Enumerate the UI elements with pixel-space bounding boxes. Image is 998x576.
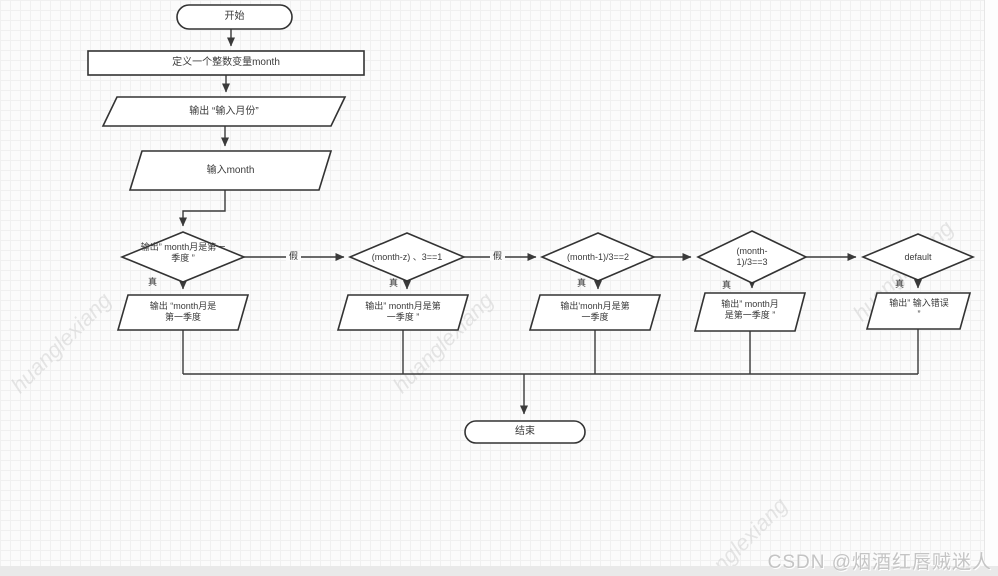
decision-3-label: (month-1)/3==2	[566, 252, 630, 262]
output-2-shape	[336, 294, 470, 331]
output-5-label: 输出” 输入错误 ”	[889, 298, 949, 319]
true-label-4: 真	[722, 280, 732, 290]
start-node-label: 开始	[224, 11, 245, 22]
output-1-shape	[116, 294, 250, 331]
decision-1-shape	[119, 231, 247, 283]
input-month-node-shape	[128, 150, 333, 191]
edge-input-d1	[179, 190, 226, 227]
decision-4-label: (month- 1)/3==3	[736, 246, 768, 267]
output-1-label: 输出 “month月是 第一季度	[149, 301, 217, 322]
declare-node-label: 定义一个整数变量month	[172, 57, 280, 68]
false-label-1: 假	[286, 251, 302, 261]
output-4-label: 输出” month月 是第一季度 ”	[721, 299, 779, 320]
true-label-2: 真	[389, 278, 399, 288]
decision-5-label: default	[904, 252, 932, 262]
print-prompt-node-label: 输出 “输入月份”	[189, 106, 259, 117]
true-label-1: 真	[148, 277, 158, 287]
decision-2-shape	[347, 232, 467, 282]
bottom-margin-strip	[0, 566, 998, 576]
decision-5-shape	[860, 233, 976, 281]
output-3-label: 输出'monh月是第 一季度	[560, 301, 630, 322]
output-5-shape	[865, 292, 972, 330]
end-node-shape	[464, 420, 586, 444]
print-prompt-node-shape	[101, 96, 347, 127]
decision-3-shape	[539, 232, 657, 282]
csdn-credit-watermark: CSDN @烟酒红唇贼迷人	[767, 552, 992, 573]
grid-background	[0, 0, 985, 566]
true-label-5: 真	[895, 279, 905, 289]
true-label-3: 真	[577, 278, 587, 288]
input-month-node-label: 输入month	[206, 165, 255, 176]
decision-4-shape	[696, 230, 808, 284]
decision-1-label: 输出” month月是第一 季度 ”	[140, 242, 226, 263]
output-2-label: 输出” month月是第 一季度 ”	[365, 301, 441, 322]
false-label-2: 假	[490, 251, 506, 261]
output-4-shape	[693, 292, 807, 332]
start-node-shape	[176, 4, 293, 30]
decision-2-label: (month-z) 、3==1	[371, 252, 443, 262]
right-margin-strip	[985, 0, 998, 576]
declare-node-shape	[87, 50, 365, 76]
end-node-label: 结束	[515, 426, 535, 437]
output-3-shape	[528, 294, 662, 331]
